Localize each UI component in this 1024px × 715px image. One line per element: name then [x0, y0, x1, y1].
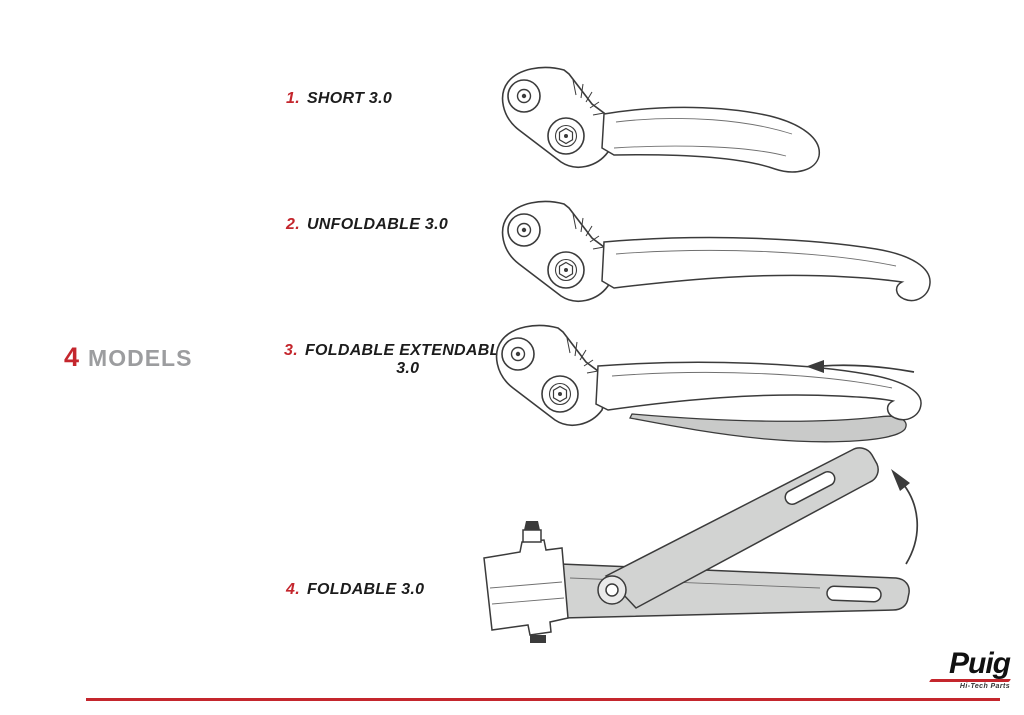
label-foldable-name: FOLDABLE 3.0 [306, 581, 425, 598]
brand-name: Puig [949, 647, 1011, 680]
models-label: MODELS [88, 345, 193, 371]
lever-clamp [483, 521, 569, 643]
label-foldable-extendable-number: 3. [284, 342, 298, 359]
extender-slide [629, 413, 907, 443]
label-foldable-extendable-name: FOLDABLE EXTENDABLE 3.0 [304, 342, 511, 377]
label-foldable: 4. FOLDABLE 3.0 [286, 581, 424, 599]
brand-logo: Puig Hi-Tech Parts [924, 647, 1012, 690]
label-foldable-number: 4. [286, 581, 300, 598]
models-header: 4 MODELS [64, 342, 192, 373]
lever-unfoldable-illustration [501, 200, 931, 303]
label-unfoldable-number: 2. [286, 216, 300, 233]
label-unfoldable: 2. UNFOLDABLE 3.0 [286, 216, 448, 234]
arm-slot [826, 585, 882, 603]
blade-slot [784, 471, 836, 505]
brand-swoosh [928, 679, 1012, 682]
label-short-name: SHORT 3.0 [306, 90, 393, 107]
label-unfoldable-name: UNFOLDABLE 3.0 [306, 216, 449, 233]
extend-direction-arrow [806, 360, 915, 373]
lever-foldable-extendable-illustration [495, 324, 922, 443]
lever-foldable-illustration [483, 447, 919, 643]
bottom-rule [86, 698, 1000, 701]
fold-direction-arrow [891, 469, 919, 565]
label-short-number: 1. [286, 90, 300, 107]
label-foldable-extendable: 3. FOLDABLE EXTENDABLE 3.0 [284, 342, 511, 378]
label-short: 1. SHORT 3.0 [286, 90, 392, 108]
models-count: 4 [64, 342, 80, 372]
lever-short-illustration [501, 66, 820, 173]
brand-tagline: Hi-Tech Parts [959, 683, 1010, 690]
